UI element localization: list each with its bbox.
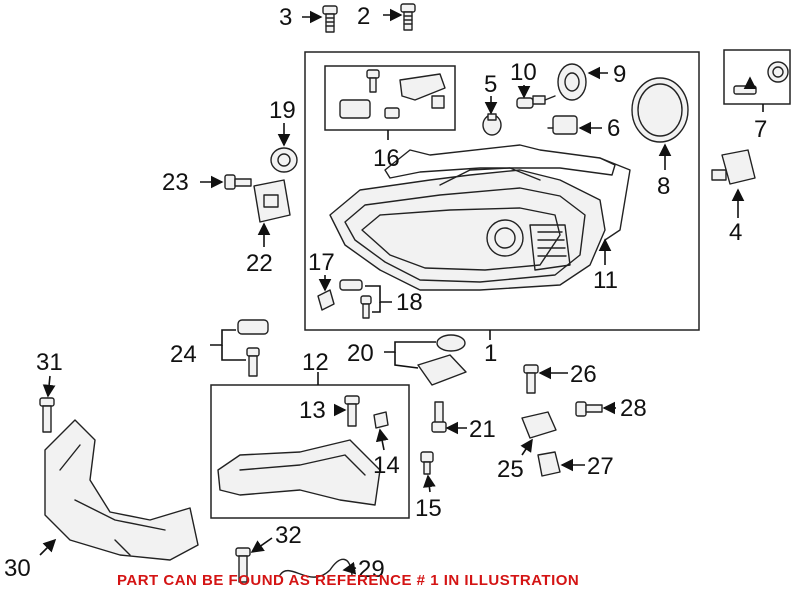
callout-10: 10 [510,59,537,86]
bolt-part-26 [523,364,539,394]
callout-12: 12 [302,349,329,376]
bushing-part-24 [237,319,269,377]
callout-32: 32 [275,522,302,549]
screws-part-18 [339,279,372,319]
callout-22: 22 [246,250,273,277]
bolt-part-28 [575,401,603,417]
grommet-part-19 [270,147,298,173]
callout-labels: 1 2 3 4 5 6 7 8 9 10 11 12 13 14 15 16 1… [4,3,767,583]
bolt-part-23 [224,174,252,190]
callout-29: 29 [358,556,385,583]
sensor-part-4 [711,149,756,185]
callout-14: 14 [373,452,400,479]
callout-23: 23 [162,169,189,196]
carrier-part-30 [44,419,199,561]
callout-17: 17 [308,249,335,276]
callout-31: 31 [36,349,63,376]
leader-lines [39,8,764,575]
bracket-kit-frame [210,384,410,519]
callout-7: 7 [754,116,767,143]
cover-part-8 [631,77,689,143]
bolt-part-31 [39,397,55,433]
cap-part-9 [557,63,587,101]
callout-5: 5 [484,71,497,98]
callout-30: 30 [4,555,31,582]
callout-20: 20 [347,340,374,367]
bulb-part-10 [516,95,556,109]
hose-part-29 [279,558,353,578]
clip-part-14 [373,411,389,429]
callout-27: 27 [587,453,614,480]
module-part-20 [417,334,467,386]
mount-kit-frame [723,49,791,105]
callout-25: 25 [497,456,524,483]
callout-8: 8 [657,173,670,200]
bolt-part-13 [344,395,360,427]
callout-9: 9 [613,61,626,88]
callout-1: 1 [484,340,497,367]
callout-26: 26 [570,361,597,388]
bulb-kit-frame [324,65,456,131]
module-part-22 [253,179,291,223]
callout-21: 21 [469,416,496,443]
bulb-kit-parts [339,69,446,119]
headlamp-housing [329,144,631,291]
callout-24: 24 [170,341,197,368]
callout-19: 19 [269,97,296,124]
callout-13: 13 [299,397,326,424]
bolt-part-21 [431,401,447,433]
bolt-part-32 [235,547,251,583]
callout-2: 2 [357,3,370,30]
callout-3: 3 [279,4,292,31]
screw-part-3 [322,5,338,33]
connector-part-6 [547,115,578,135]
callout-28: 28 [620,395,647,422]
callout-11: 11 [593,267,618,294]
callout-4: 4 [729,219,742,246]
callout-15: 15 [415,495,442,522]
bulb-part-5 [482,113,502,136]
mount-bracket-part-12 [217,439,381,506]
callout-6: 6 [607,115,620,142]
bolt-grommet-part-7 [733,61,789,95]
headlamp-assembly-frame [304,51,700,331]
callout-16: 16 [373,145,400,172]
callout-18: 18 [396,289,423,316]
bracket-part-25 [521,411,557,439]
bolt-part-15 [420,451,434,475]
grommet-part-27 [537,451,561,477]
reference-note: PART CAN BE FOUND AS REFERENCE # 1 IN IL… [117,572,579,589]
screw-part-2 [400,3,416,31]
clip-part-17 [317,289,335,311]
